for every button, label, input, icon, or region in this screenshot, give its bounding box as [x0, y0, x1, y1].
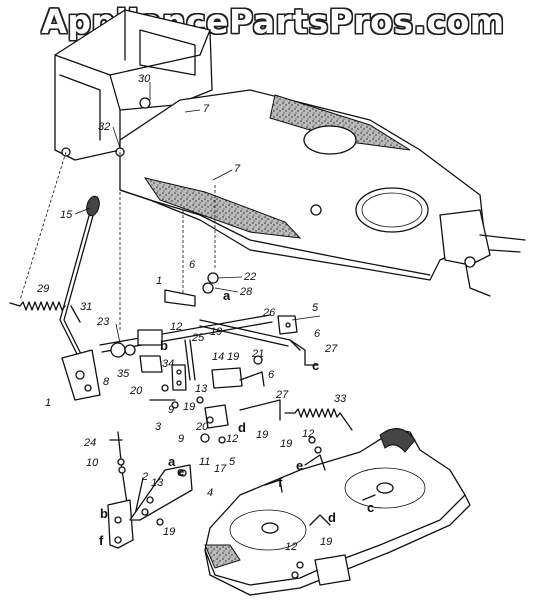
callout-3: 3 [155, 421, 162, 433]
callout-19: 19 [210, 326, 222, 338]
lift-lever [59, 195, 101, 401]
callout-5: 5 [229, 456, 236, 468]
callout-27: 27 [324, 343, 338, 355]
callout-15: 15 [60, 209, 73, 221]
mower-deck [204, 428, 471, 596]
callout-20: 20 [129, 385, 143, 397]
callout-2: 2 [141, 471, 148, 483]
callout-6: 6 [189, 259, 196, 271]
callout-e: e [296, 458, 303, 473]
callout-12: 12 [285, 541, 297, 553]
callout-d: d [238, 420, 246, 435]
callout-e: e [177, 464, 184, 479]
callout-d: d [328, 510, 336, 525]
callout-26: 26 [262, 307, 276, 319]
callout-b: b [160, 338, 168, 353]
spring-29 [9, 301, 81, 323]
callout-32: 32 [98, 121, 110, 133]
callout-c: c [312, 358, 319, 373]
callout-14: 14 [212, 351, 224, 363]
spring-33 [284, 408, 353, 431]
callout-23: 23 [96, 316, 110, 328]
callout-31: 31 [80, 301, 92, 313]
callout-17: 17 [214, 463, 227, 475]
callout-19: 19 [163, 526, 175, 538]
tractor-frame [54, 9, 526, 297]
callout-19: 19 [183, 401, 195, 413]
callout-1: 1 [45, 397, 51, 409]
callout-22: 22 [243, 271, 256, 283]
callout-27: 27 [275, 389, 289, 401]
callout-c: c [367, 500, 374, 515]
callout-19: 19 [280, 438, 292, 450]
callout-1: 1 [156, 275, 162, 287]
callout-8: 8 [103, 376, 110, 388]
callout-35: 35 [117, 368, 130, 380]
leader-lines [74, 82, 321, 344]
lower-links [107, 431, 193, 549]
callout-7: 7 [203, 103, 210, 115]
callout-9: 9 [178, 433, 184, 445]
alignment-lines [19, 151, 216, 330]
callout-34: 34 [162, 358, 174, 370]
callout-12: 12 [226, 433, 238, 445]
callout-4: 4 [207, 487, 213, 499]
callout-12: 12 [302, 428, 314, 440]
callout-9: 9 [168, 404, 174, 416]
rockshaft-assembly [99, 272, 319, 444]
callout-f: f [99, 533, 104, 548]
callout-20: 20 [195, 421, 209, 433]
callout-10: 10 [86, 457, 99, 469]
callout-33: 33 [334, 393, 347, 405]
callout-12: 12 [170, 321, 182, 333]
callout-5: 5 [312, 302, 319, 314]
callout-28: 28 [239, 286, 253, 298]
callout-19: 19 [320, 536, 332, 548]
callout-24: 24 [83, 437, 96, 449]
callout-a: a [223, 288, 231, 303]
callout-a: a [168, 454, 176, 469]
callout-30: 30 [138, 73, 151, 85]
callout-29: 29 [36, 283, 49, 295]
callout-13: 13 [195, 383, 208, 395]
callout-19: 19 [256, 429, 268, 441]
callout-13: 13 [151, 477, 164, 489]
callout-11: 11 [199, 456, 210, 468]
callout-25: 25 [191, 332, 205, 344]
callout-19: 19 [227, 351, 239, 363]
callout-b: b [100, 506, 108, 521]
callout-7: 7 [234, 163, 241, 175]
callout-labels: 30 7 32 7 15 6 22 28 1 a 29 31 12 19 5 2… [36, 73, 374, 553]
callout-6: 6 [268, 369, 275, 381]
callout-6: 6 [314, 328, 321, 340]
callout-f: f [278, 475, 283, 490]
callout-21: 21 [251, 348, 264, 360]
